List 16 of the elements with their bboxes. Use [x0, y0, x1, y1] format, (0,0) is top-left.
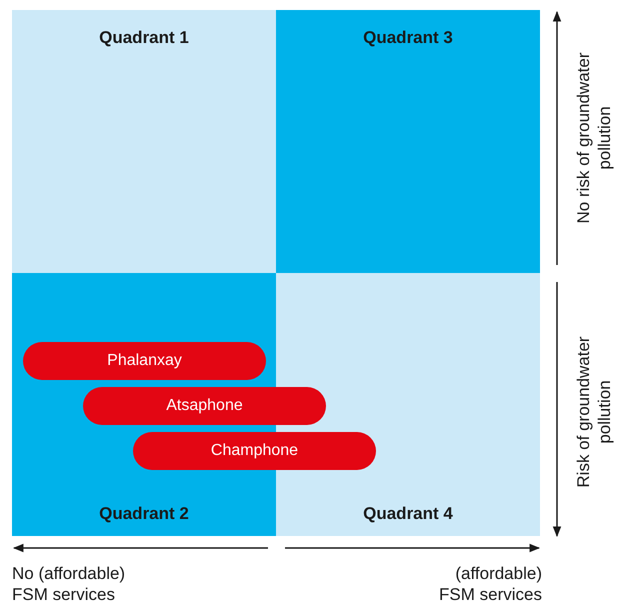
axis-label: Risk of groundwater pollution: [573, 335, 615, 490]
district-pill: [23, 342, 266, 380]
quadrant-title: Quadrant 2: [98, 504, 190, 524]
district-pill: [83, 387, 326, 425]
district-pill: [133, 432, 376, 470]
district-name: Champhone: [210, 442, 298, 460]
axis-label: No (affordable) FSM services: [12, 563, 126, 605]
axis-label: (affordable) FSM services: [438, 563, 542, 605]
quadrant-panel: [276, 10, 540, 273]
district-name: Atsaphone: [166, 397, 243, 415]
district-name: Phalanxay: [107, 352, 182, 370]
quadrant-title: Quadrant 4: [362, 504, 454, 524]
quadrant-title: Quadrant 3: [362, 28, 454, 48]
axis-label: No risk of groundwater pollution: [573, 52, 615, 224]
quadrant-title: Quadrant 1: [98, 28, 190, 48]
quadrant-panel: [12, 10, 276, 273]
